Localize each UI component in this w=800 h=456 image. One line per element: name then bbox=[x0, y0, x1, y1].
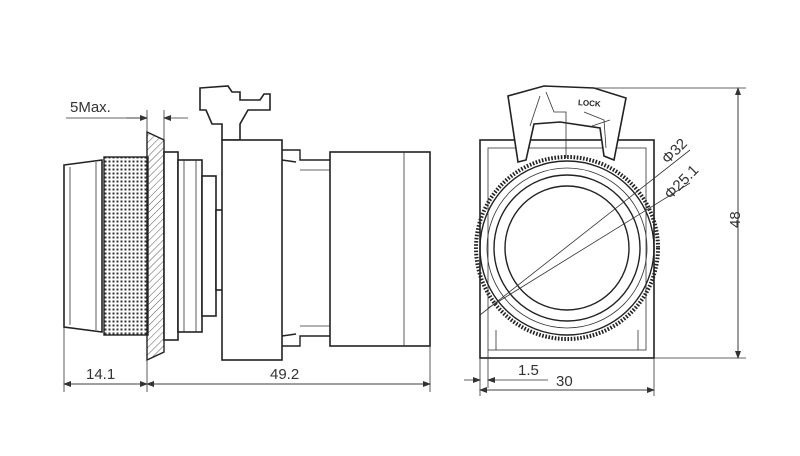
collar-1 bbox=[163, 151, 179, 341]
panel-washer bbox=[146, 130, 165, 362]
dim-1-5-label: 1.5 bbox=[518, 362, 539, 379]
dim-48-label: 48 bbox=[727, 211, 744, 228]
knurled-ring bbox=[103, 156, 149, 336]
dim-49-2-label: 49.2 bbox=[270, 366, 299, 383]
collar-2 bbox=[177, 159, 203, 333]
side-dimensions: 5Max. 14.1 49.2 bbox=[63, 99, 431, 392]
lock-text: LOCK bbox=[578, 98, 601, 109]
lens-outer bbox=[493, 174, 641, 322]
bezel-knurl bbox=[474, 155, 660, 341]
dim-phi32-label: Φ32 bbox=[659, 135, 691, 167]
front-view: LOCK bbox=[474, 85, 660, 359]
dim-30-label: 30 bbox=[556, 373, 573, 390]
front-cap bbox=[63, 159, 103, 333]
lens-inner bbox=[504, 185, 630, 311]
latch-clip bbox=[199, 85, 271, 141]
dim-14-1-label: 14.1 bbox=[86, 366, 115, 383]
collar-3 bbox=[201, 175, 217, 317]
contact-block bbox=[329, 151, 431, 347]
mounting-block bbox=[221, 139, 283, 361]
dim-5max-label: 5Max. bbox=[70, 99, 111, 116]
side-view bbox=[63, 85, 431, 362]
lock-tab bbox=[507, 85, 627, 163]
housing-outer bbox=[479, 139, 655, 359]
